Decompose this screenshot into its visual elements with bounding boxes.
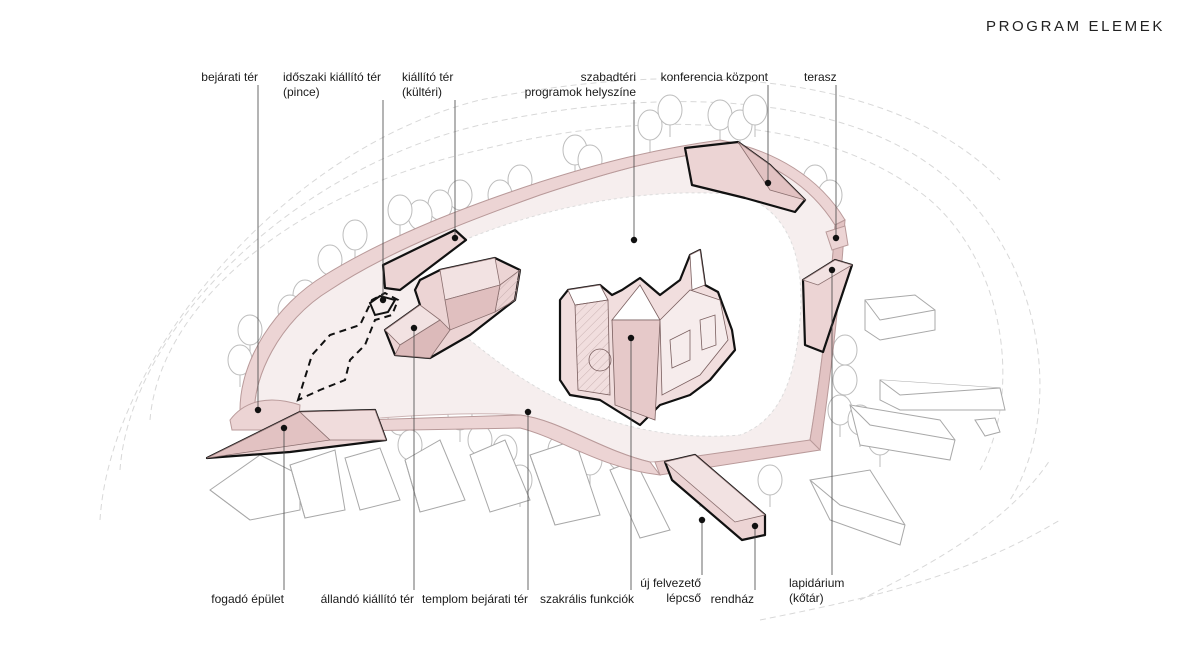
context-building-5 [469,439,531,513]
label-terasz: terasz [804,70,837,84]
label-uj-felvezeto-lepcso: új felvezető lépcső [640,576,701,605]
leader-rendhaz-dot [751,522,759,530]
terrain-contours [99,78,1061,621]
label-konferencia-kozpont: konferencia központ [660,70,768,84]
reception-building [205,408,388,460]
tree-16 [342,219,368,251]
context-building-12 [974,417,1001,437]
label-rendhaz: rendház [710,592,754,606]
leader-lapidarium-dot [828,266,836,274]
context-building-6 [529,439,601,526]
leader-szakralis-dot [627,334,635,342]
label-bejarati-ter: bejárati tér [201,70,258,84]
leader-lines [257,85,837,590]
leader-dots [254,179,840,530]
conference-centre [683,140,807,214]
leader-idoszaki-dot [379,296,387,304]
basement-exhibition [296,291,400,402]
context-building-1 [209,454,301,521]
label-templom-bejarati-ter: templom bejárati tér [421,592,528,606]
context-building-3 [344,447,401,511]
context-building-10 [849,404,956,461]
tree-33 [757,464,783,496]
context-building-9 [879,379,1006,411]
tree-4 [657,94,683,126]
tree-34 [832,334,858,366]
lapidarium [801,258,854,354]
diagram-title: PROGRAM ELEMEK [986,18,1165,35]
tree-35 [832,364,858,396]
leader-allando-dot [410,324,418,332]
label-szabadteri-programok: szabadtéri programok helyszíne [524,70,636,99]
context-building-2 [289,449,346,519]
label-kiallito-ter-kulteri: kiállító tér (kültéri) [402,70,454,99]
leader-szabadteri-dot [630,236,638,244]
leader-fogado-dot [280,424,288,432]
monastery [663,453,767,542]
context-building-4 [404,439,466,513]
leader-templom-bejarati-dot [524,408,532,416]
permanent-exhibition-building [383,256,522,360]
church [558,248,737,427]
label-idoszaki-kiallito-ter: időszaki kiállító tér (pince) [283,70,382,99]
context-building-8 [864,294,936,341]
tree-15 [387,194,413,226]
label-lapidarium-kotar: lapidárium (kőtár) [789,576,845,605]
label-fogado-epulet: fogadó épület [211,592,284,606]
label-allando-kiallito-ter: állandó kiállító tér [320,592,414,606]
tree-7 [742,94,768,126]
outdoor-exhibition [381,228,468,292]
leader-kiallito-kulteri-dot [451,234,459,242]
leader-uj-felvezeto-dot [698,516,706,524]
leader-bejarati-ter-dot [254,406,262,414]
context-building-11 [809,469,906,546]
context-buildings [209,294,1006,546]
leader-terasz-dot [832,234,840,242]
leader-konferencia-dot [764,179,772,187]
label-szakralis-funkciok: szakrális funkciók [539,592,634,606]
